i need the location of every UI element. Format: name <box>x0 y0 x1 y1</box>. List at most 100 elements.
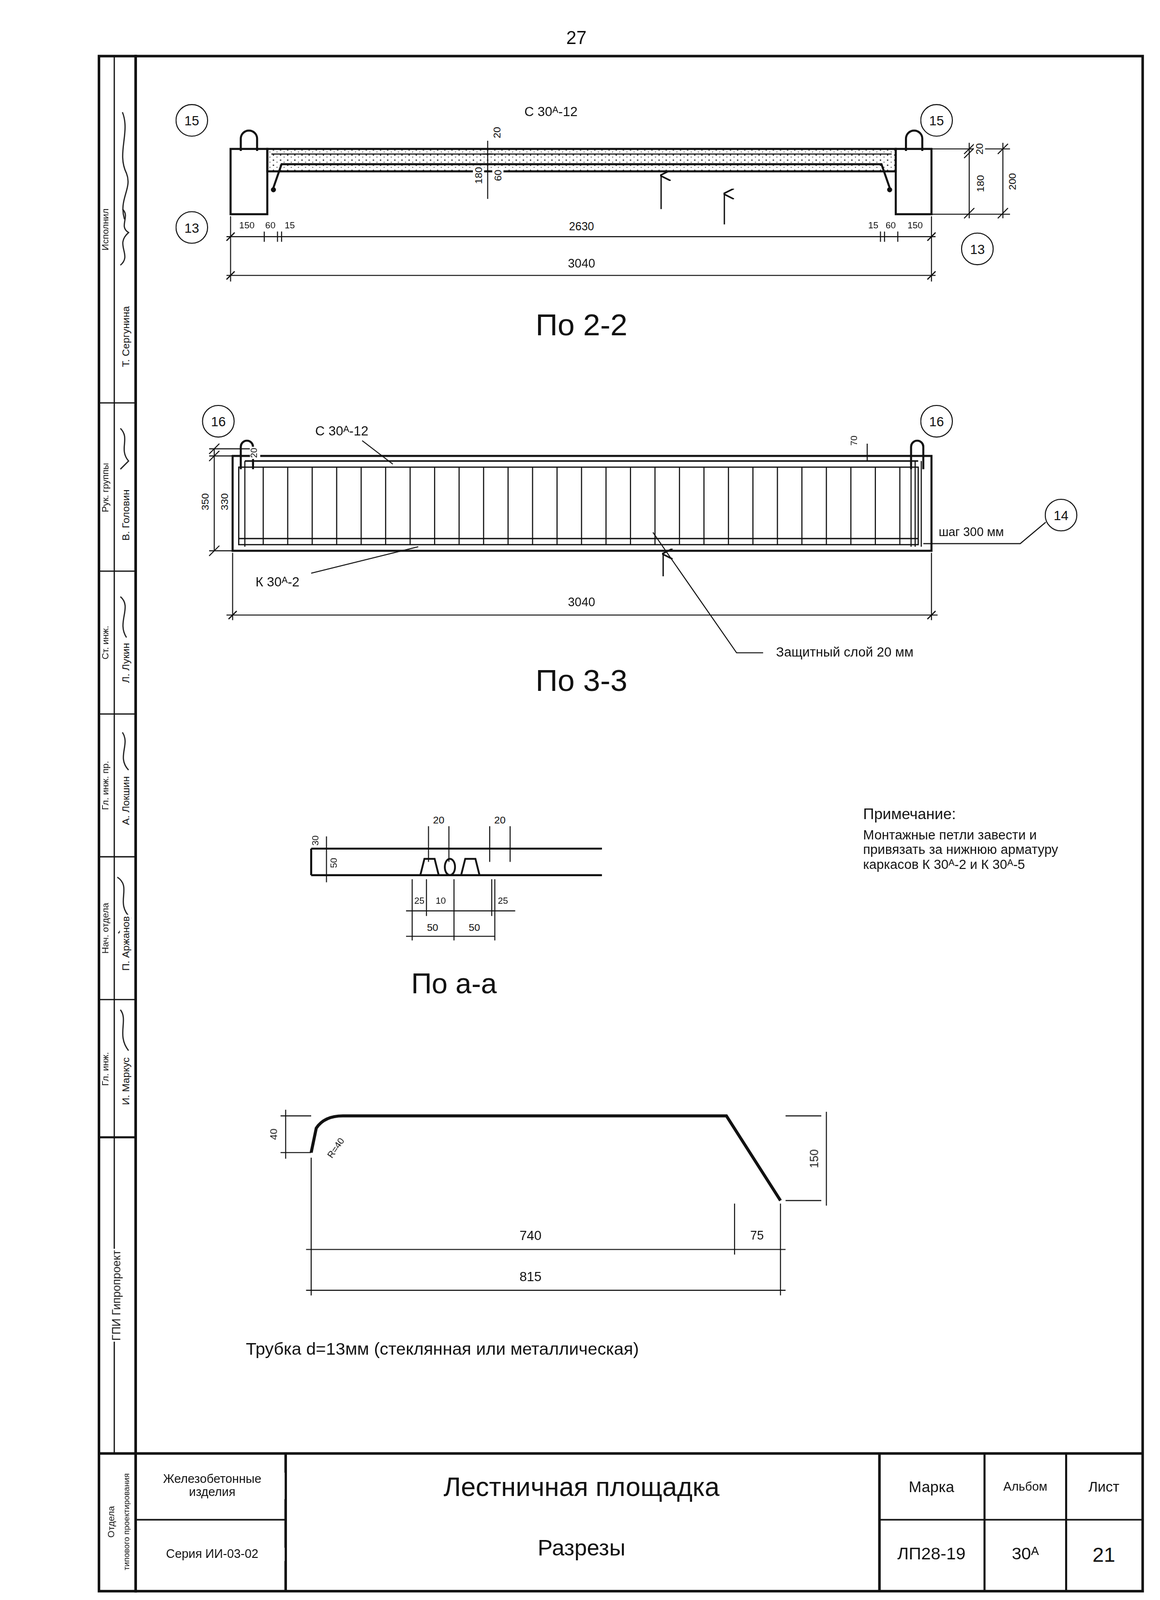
section-3-3 <box>899 467 901 545</box>
callout-number: 15 <box>184 113 200 127</box>
title-block-text: Серия ИИ-03-02 <box>139 1548 285 1562</box>
dimension-text: 3040 <box>566 257 597 272</box>
callout-number: 13 <box>184 220 200 234</box>
sheet-frame <box>98 56 1143 1592</box>
section-3-3 <box>654 467 656 545</box>
section-3-3 <box>752 467 754 545</box>
section-3-3 <box>910 461 912 547</box>
section-title: По а-а <box>410 968 498 1001</box>
signature <box>117 112 131 1052</box>
dimension-text: 60 <box>264 221 277 232</box>
glass-tube <box>285 1110 287 1160</box>
title-block-text: Разрезы <box>536 1536 627 1562</box>
sheet-frame <box>98 570 136 573</box>
sheet-frame <box>98 1136 136 1139</box>
section-3-3 <box>662 554 664 577</box>
title-block-text: Альбом <box>1002 1480 1049 1495</box>
callout-circle: 13 <box>175 210 209 244</box>
section-3-3 <box>409 467 411 545</box>
dimension-text: 740 <box>518 1229 543 1244</box>
part-mark: К 30ᴬ-2 <box>254 575 301 590</box>
section-2-2 <box>230 149 268 215</box>
section-a-a <box>311 874 603 877</box>
section-2-2 <box>264 231 898 242</box>
sheet-frame <box>98 856 136 859</box>
dimension-text: 15 <box>283 221 296 232</box>
glass-tube <box>305 1249 786 1251</box>
section-3-3 <box>232 553 234 621</box>
signer-name: Л. Лукин <box>120 642 132 685</box>
section-3-3 <box>678 467 680 545</box>
note-text: Монтажные петли завести и привязать за н… <box>861 828 1099 873</box>
section-2-2 <box>229 216 231 282</box>
section-3-3 <box>914 461 916 547</box>
glass-tube <box>311 1115 781 1201</box>
section-a-a <box>310 848 313 876</box>
dimension-text: 25 <box>413 896 426 907</box>
section-3-3 <box>556 467 558 545</box>
dimension-text: 150 <box>906 221 924 232</box>
section-3-3 <box>630 467 632 545</box>
section-3-3 <box>482 467 484 545</box>
sheet-frame <box>98 999 136 1001</box>
role-text: Рук. группы <box>101 462 112 514</box>
section-3-3 <box>228 611 936 620</box>
role-text: Гл. инж. <box>101 1051 112 1087</box>
title-block-text: 21 <box>1091 1543 1116 1567</box>
sheet-frame <box>983 1453 986 1592</box>
dimension-text: 40 <box>267 1127 279 1142</box>
dimension-text: 350 <box>199 492 211 512</box>
section-title: По 2-2 <box>534 307 629 342</box>
dimension-text: 150 <box>238 221 256 232</box>
part-mark: С 30ᴬ-12 <box>523 105 579 120</box>
section-3-3 <box>360 467 362 545</box>
signer-name: В. Головин <box>120 488 132 543</box>
sheet-frame <box>98 56 136 1592</box>
dimension-text: 180 <box>472 165 484 185</box>
section-3-3 <box>652 532 764 653</box>
page-number: 27 <box>565 28 588 49</box>
dimension-text: 15 <box>867 221 880 232</box>
section-3-3 <box>244 461 922 547</box>
section-a-a <box>461 858 480 876</box>
dimension-text: 150 <box>808 1148 821 1170</box>
section-3-3 <box>209 455 235 457</box>
section-3-3 <box>801 467 803 545</box>
callout-circle: 16 <box>201 405 235 438</box>
section-2-2 <box>226 274 936 276</box>
section-3-3 <box>605 467 607 545</box>
title-block-text: Лист <box>1087 1479 1121 1496</box>
section-2-2 <box>905 130 923 151</box>
sheet-frame <box>98 402 136 404</box>
section-3-3 <box>262 467 264 545</box>
dimension-text: 20 <box>432 814 446 826</box>
dimension-text: 330 <box>218 492 230 512</box>
dimension-text: 75 <box>749 1229 765 1244</box>
section-a-a <box>326 836 328 883</box>
section-3-3 <box>581 467 583 545</box>
signature <box>120 209 129 266</box>
signer-name: Т. Сергунина <box>120 305 132 369</box>
organisation-text: типового проектирования <box>122 1472 133 1572</box>
dimension-text: 20 <box>493 814 507 826</box>
note-text: Защитный слой 20 мм <box>775 645 915 661</box>
section-a-a <box>448 826 450 863</box>
signature <box>120 428 129 469</box>
note-text: шаг 300 мм <box>937 526 1006 540</box>
section-3-3 <box>458 467 460 545</box>
section-3-3 <box>209 550 233 552</box>
section-2-2 <box>241 130 258 151</box>
sheet-frame <box>98 1452 1143 1456</box>
section-2-2 <box>226 236 936 238</box>
note-heading: Примечание: <box>861 805 957 823</box>
dimension-text: 10 <box>434 896 447 907</box>
section-3-3 <box>209 440 1046 654</box>
section-a-a <box>420 858 439 876</box>
title-block-text: Лестничная площадка <box>442 1473 721 1503</box>
signature <box>120 596 127 638</box>
sheet-frame <box>98 713 136 715</box>
role-text: Ст. инж. <box>101 624 112 661</box>
callout-number: 14 <box>1053 508 1069 522</box>
section-a-a <box>311 847 603 850</box>
section-2-2 <box>226 232 936 280</box>
